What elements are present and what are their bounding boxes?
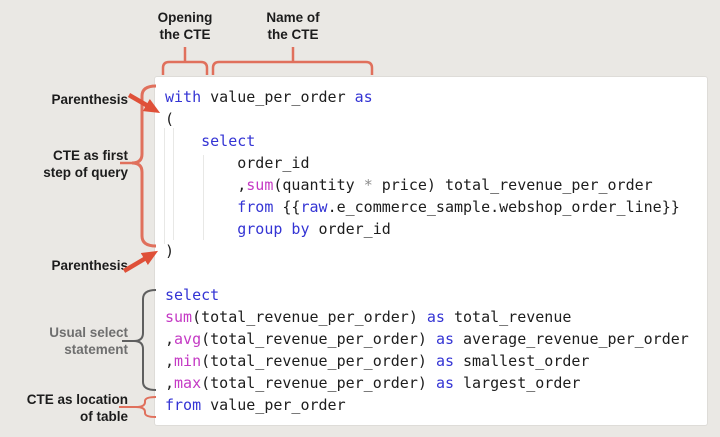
code-token: , xyxy=(165,374,175,392)
code-token: (quantity xyxy=(273,176,364,194)
code-line: select xyxy=(165,130,689,152)
code-token: (total_revenue_per_order) xyxy=(192,308,427,326)
code-token: raw xyxy=(300,198,328,216)
label-parenthesis-open: Parenthesis xyxy=(51,92,128,107)
label-usual-select-statement: Usual select statement xyxy=(49,325,128,357)
code-token: ( xyxy=(165,110,175,128)
code-token xyxy=(165,132,201,150)
code-line: from {{raw.e_commerce_sample.webshop_ord… xyxy=(165,196,689,218)
name-cte-bracket-icon xyxy=(211,47,374,75)
code-token: select xyxy=(165,286,220,304)
code-line: ,sum(quantity * price) total_revenue_per… xyxy=(165,174,689,196)
code-token: as xyxy=(354,88,373,106)
code-token: avg xyxy=(174,330,202,348)
code-token: group by xyxy=(237,220,310,238)
code-token: as xyxy=(435,330,454,348)
code-token: max xyxy=(174,374,202,392)
code-token: (total_revenue_per_order) xyxy=(201,374,436,392)
sql-code-panel: with value_per_order as ( select order_id… xyxy=(155,77,707,425)
code-token: as xyxy=(435,352,454,370)
code-line xyxy=(165,262,689,284)
code-token xyxy=(165,220,237,238)
code-token: order_id xyxy=(165,154,310,172)
indent-guide xyxy=(203,155,204,240)
code-line: order_id xyxy=(165,152,689,174)
code-token: value_per_order xyxy=(201,396,346,414)
code-token xyxy=(165,198,237,216)
code-line: ,min(total_revenue_per_order) as smalles… xyxy=(165,350,689,372)
code-token: as xyxy=(435,374,454,392)
code-token: average_revenue_per_order xyxy=(454,330,689,348)
label-name-of-the-cte: Name of the CTE xyxy=(266,10,320,42)
code-token: total_revenue xyxy=(444,308,572,326)
code-token: , xyxy=(165,352,175,370)
code-line: ,max(total_revenue_per_order) as largest… xyxy=(165,372,689,394)
code-token: sum xyxy=(246,176,274,194)
code-token: as xyxy=(426,308,445,326)
indent-guide xyxy=(173,128,174,240)
code-token: .e_commerce_sample.webshop_order_line}} xyxy=(327,198,680,216)
code-line: ,avg(total_revenue_per_order) as average… xyxy=(165,328,689,350)
code-line: ) xyxy=(165,240,689,262)
label-cte-location-of-table: CTE as location of table xyxy=(26,392,128,424)
code-token: from xyxy=(165,396,202,414)
label-cte-first-step: CTE as first step of query xyxy=(43,148,128,180)
code-token: largest_order xyxy=(454,374,581,392)
code-lines: with value_per_order as ( select order_id… xyxy=(165,86,689,416)
code-token: smallest_order xyxy=(454,352,590,370)
code-token: from xyxy=(237,198,274,216)
code-token: , xyxy=(165,176,247,194)
code-token: {{ xyxy=(273,198,301,216)
code-token: select xyxy=(201,132,256,150)
label-parenthesis-close: Parenthesis xyxy=(51,258,128,273)
code-token: price) total_revenue_per_order xyxy=(372,176,653,194)
indent-guide xyxy=(164,128,165,244)
code-token: (total_revenue_per_order) xyxy=(201,352,436,370)
code-token: with xyxy=(165,88,202,106)
code-token: (total_revenue_per_order) xyxy=(201,330,436,348)
opening-cte-bracket-icon xyxy=(161,47,209,75)
code-token: min xyxy=(174,352,202,370)
code-token: order_id xyxy=(309,220,391,238)
code-line: group by order_id xyxy=(165,218,689,240)
code-token: value_per_order xyxy=(201,88,355,106)
code-line: with value_per_order as xyxy=(165,86,689,108)
code-line: select xyxy=(165,284,689,306)
code-line: sum(total_revenue_per_order) as total_re… xyxy=(165,306,689,328)
code-token: sum xyxy=(165,308,193,326)
parenthesis-open-arrow-icon xyxy=(127,93,161,114)
label-opening-the-cte: Opening the CTE xyxy=(157,10,213,42)
code-token: ) xyxy=(165,242,175,260)
code-token: * xyxy=(363,176,373,194)
code-line: from value_per_order xyxy=(165,394,689,416)
code-token: , xyxy=(165,330,175,348)
code-line: ( xyxy=(165,108,689,130)
